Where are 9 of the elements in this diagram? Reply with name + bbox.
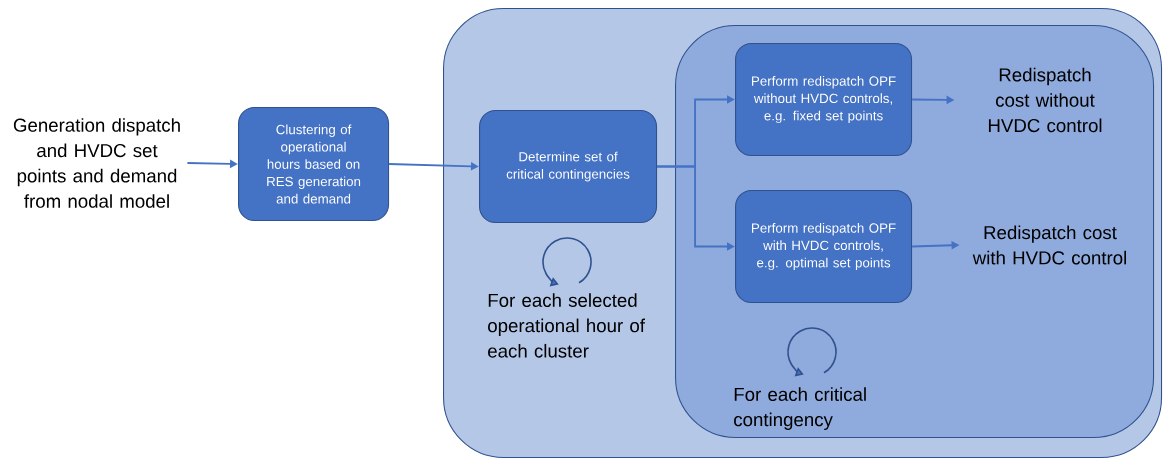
result-text: Generation dispatch and HVDC set points and demand from nodal model bbox=[13, 118, 180, 208]
process-box: Perform redispatch OPF with HVDC controls, e.g. optimal set points bbox=[735, 190, 913, 304]
process-box: Determine set of critical contingencies bbox=[479, 110, 658, 224]
loop-caption: For each critical contingency bbox=[734, 387, 866, 430]
result-text: Redispatch cost with HVDC control bbox=[972, 225, 1126, 265]
result-text: Redispatch cost without HVDC control bbox=[988, 67, 1102, 133]
loop-caption: For each selected operational hour of each cluster bbox=[488, 293, 645, 358]
process-box: Perform redispatch OPF without HVDC controls, e.g. fixed set points bbox=[735, 43, 913, 157]
process-box: Clustering of operational hours based on RES generation and demand bbox=[238, 107, 390, 222]
